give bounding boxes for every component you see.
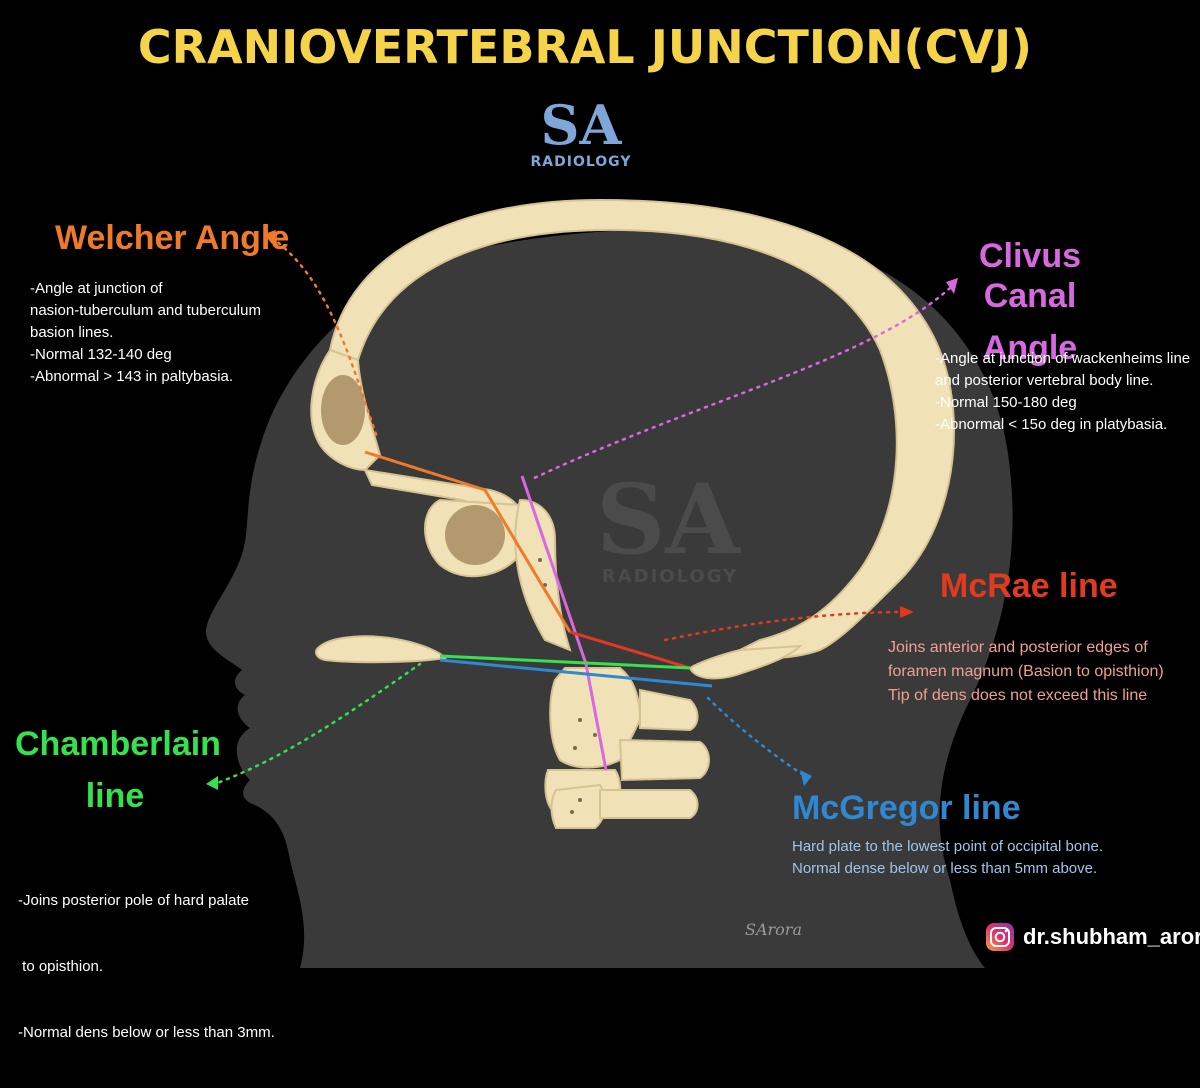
clivus-line: -Angle at junction of wackenheims line <box>935 350 1191 367</box>
welcher-leader <box>270 236 380 442</box>
watermark-subtitle: RADIOLOGY <box>601 566 739 587</box>
diagram-canvas: CRANIOVERTEBRAL JUNCTION(CVJ) SA RADIOLO… <box>15 20 1200 1041</box>
welcher-angle-lines <box>364 450 572 633</box>
mcgregor-leader <box>706 696 810 780</box>
vertebral-speckles <box>570 810 574 814</box>
clivus-heading-line: Clivus Canal <box>978 237 1082 315</box>
clivus-line: -Abnormal < 15o deg in platybasia. <box>935 416 1168 433</box>
clivus <box>514 498 572 652</box>
chamberlain-description: -Joins posterior pole of hard palate to … <box>18 846 275 1088</box>
clivus-arrowhead <box>946 278 958 294</box>
mcgregor-line-mark <box>439 658 713 688</box>
mcrae-line: Joins anterior and posterior edges of <box>888 639 1148 656</box>
welcher-line: basion lines. <box>30 324 114 341</box>
mcgregor-heading: McGregor line <box>792 789 1021 827</box>
mcgregor-line: Hard plate to the lowest point of occipi… <box>792 838 1104 855</box>
vertebral-speckles <box>593 733 597 737</box>
clivus-heading: Clivus Canal Angle <box>930 236 1130 368</box>
clivus-vertebral-line <box>584 663 608 771</box>
page-title: CRANIOVERTEBRAL JUNCTION(CVJ) <box>137 20 1033 74</box>
clivus-line: -Normal 150-180 deg <box>935 394 1077 411</box>
welcher-line: nasion-tuberculum and tuberculum <box>30 302 261 319</box>
mcrae-line: foramen magnum (Basion to opisthion) <box>888 663 1164 680</box>
frontal-sinus <box>321 375 365 445</box>
welcher-heading: Welcher Angle <box>55 219 290 257</box>
mcrae-heading: McRae line <box>940 567 1118 605</box>
chamberlain-heading-line: line <box>85 777 145 815</box>
welcher-line: -Abnormal > 143 in paltybasia. <box>30 368 234 385</box>
c3-vertebra <box>550 783 607 829</box>
vertebral-speckles <box>538 558 542 562</box>
chamberlain-leader <box>210 662 422 787</box>
social-handle-text: dr.shubham_arora <box>1023 924 1200 949</box>
welcher-line: -Normal 132-140 deg <box>30 346 172 363</box>
social-handle: dr.shubham_arora <box>985 922 1200 952</box>
clivus-heading-line: Angle <box>982 329 1078 367</box>
chamberlain-line-mark <box>439 654 691 670</box>
instagram-icon <box>986 923 1014 951</box>
mcrae-arrowhead <box>900 606 914 618</box>
chamberlain-arrowhead <box>206 776 218 790</box>
vertebral-speckles <box>573 746 577 750</box>
vertebral-speckles <box>578 718 582 722</box>
welcher-line: -Angle at junction of <box>30 280 163 297</box>
mcgregor-arrowhead <box>800 770 812 786</box>
watermark-mark: SA <box>596 463 740 576</box>
vertebral-speckles <box>578 798 582 802</box>
mcrae-description: Joins anterior and posterior edges of fo… <box>888 636 1164 708</box>
chamberlain-line: -Normal dens below or less than 3mm. <box>18 1024 275 1041</box>
welcher-description: -Angle at junction of nasion-tuberculum … <box>30 278 261 388</box>
mcgregor-description: Hard plate to the lowest point of occipi… <box>792 836 1103 880</box>
clivus-description: -Angle at junction of wackenheims line a… <box>935 348 1190 436</box>
skull-illustration <box>205 198 1013 968</box>
chamberlain-line: -Joins posterior pole of hard palate <box>18 892 249 909</box>
chamberlain-heading-line: Chamberlain <box>15 725 221 763</box>
c2-spinous <box>618 738 710 782</box>
c1-arch <box>639 688 699 732</box>
clivus-leader <box>528 286 952 482</box>
chamberlain-heading: Chamberlain line <box>15 724 221 816</box>
mcrae-line: Tip of dens does not exceed this line <box>888 687 1148 704</box>
c3-spinous <box>599 789 699 819</box>
sphenoid-sinus <box>445 505 505 565</box>
logo-mark: SA <box>540 93 622 157</box>
artist-signature: SArora <box>745 920 802 939</box>
chamberlain-line: to opisthion. <box>18 958 104 975</box>
welcher-arrowhead <box>264 230 276 244</box>
mcgregor-line: Normal dense below or less than 5mm abov… <box>792 860 1098 877</box>
mcrae-leader <box>663 610 907 642</box>
head-silhouette <box>205 229 1013 968</box>
logo-subtitle: RADIOLOGY <box>530 154 632 170</box>
occipital-bone <box>688 644 803 680</box>
mcrae-line <box>569 630 691 670</box>
clivus-line: and posterior vertebral body line. <box>935 372 1154 389</box>
hard-palate <box>315 635 447 664</box>
